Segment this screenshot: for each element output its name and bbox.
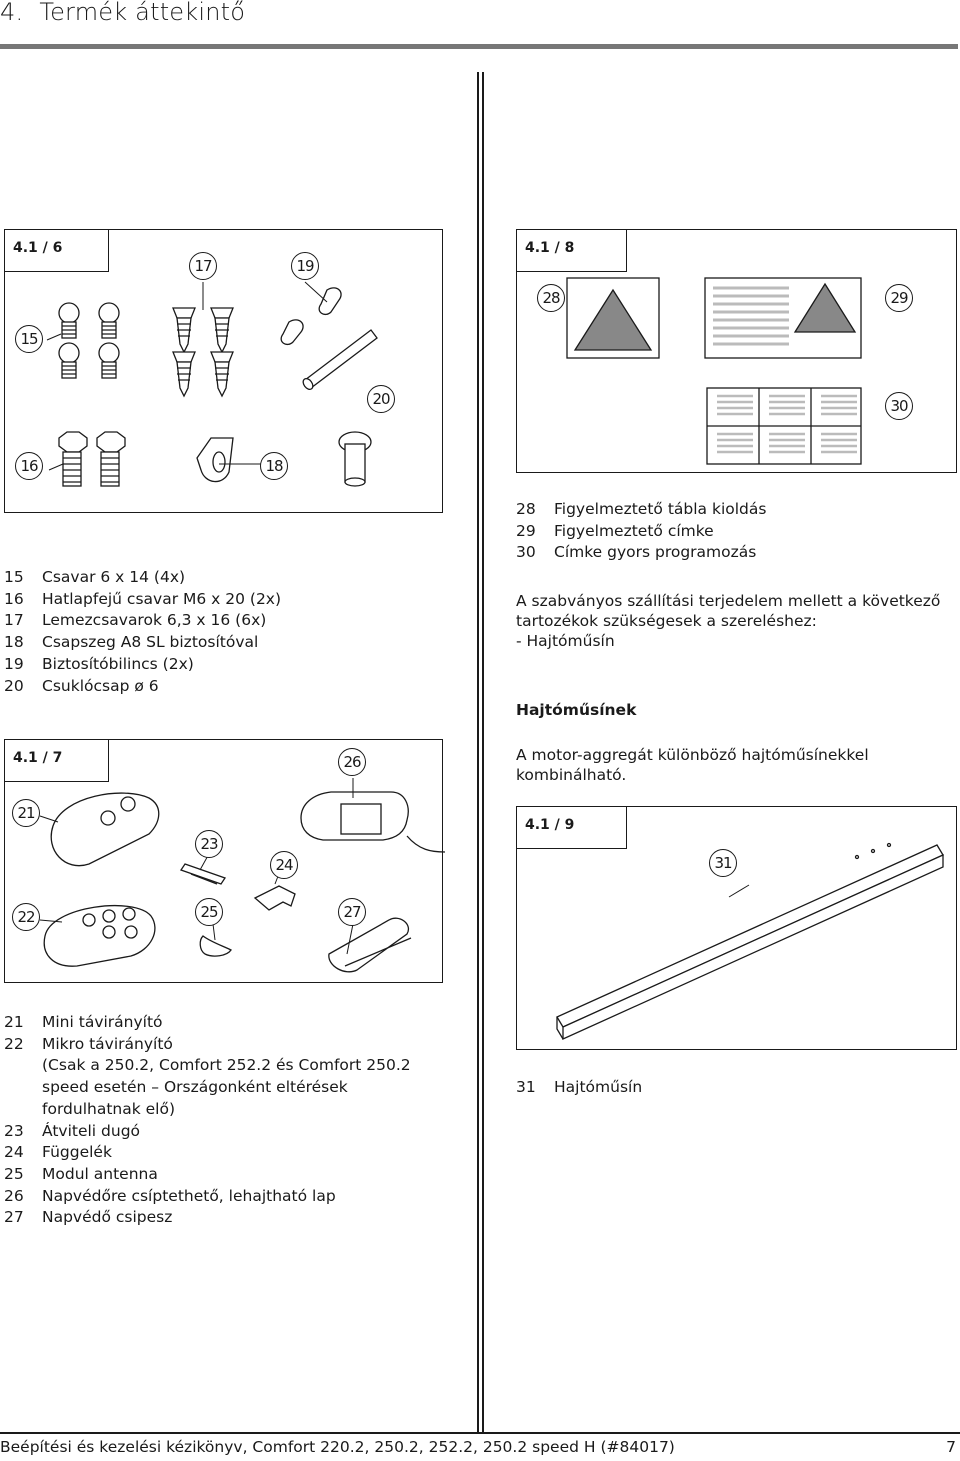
page-title: 4. Termék áttekintő	[0, 0, 245, 26]
accessories-illustration	[39, 778, 446, 973]
screw-icon	[58, 342, 80, 379]
footer-rule	[0, 1432, 960, 1434]
figure-4-1-7: 4.1 / 7 21 22 23 24	[4, 739, 446, 983]
pin-sleeve-icon	[338, 431, 372, 487]
callout-28: 28	[537, 284, 565, 312]
figure-label: 4.1 / 9	[517, 807, 627, 849]
screw-icon	[98, 302, 120, 339]
hex-bolt-icon	[96, 431, 126, 487]
note-line: A szabványos szállítási terjedelem melle…	[516, 592, 941, 610]
plug-icon	[179, 863, 227, 885]
callout-20: 20	[367, 385, 395, 413]
figure-4-1-6: 4.1 / 6	[4, 229, 443, 513]
clip-icon	[318, 287, 342, 316]
section-text: A motor-aggregát különböző hajtóműsínekk…	[516, 745, 956, 785]
callout-18: 18	[260, 452, 288, 480]
text-line: kombinálható.	[516, 766, 627, 784]
hardware-illustration	[46, 281, 386, 487]
bracket-icon	[253, 885, 296, 911]
callout-26: 26	[338, 748, 366, 776]
tapping-screw-icon	[210, 307, 234, 354]
tapping-screw-icon	[172, 307, 196, 354]
legend-row: speed esetén – Országonként eltérések	[42, 1078, 348, 1097]
callout-31: 31	[709, 849, 737, 877]
figure-4-1-9: 4.1 / 9 31	[516, 806, 957, 1050]
mini-remote-icon	[50, 792, 160, 867]
callout-24: 24	[270, 851, 298, 879]
callout-17: 17	[189, 252, 217, 280]
tapping-screw-icon	[172, 351, 196, 398]
section-title: Termék áttekintő	[39, 0, 246, 26]
clip-icon	[280, 319, 304, 346]
figure-label: 4.1 / 7	[5, 740, 109, 782]
section-heading: Hajtóműsínek	[516, 701, 637, 719]
section-number: 4.	[0, 0, 24, 26]
column-divider-left	[477, 72, 479, 1432]
callout-15: 15	[15, 325, 43, 353]
callout-19: 19	[291, 252, 319, 280]
callout-30: 30	[885, 392, 913, 420]
micro-remote-icon	[43, 904, 156, 967]
text-line: A motor-aggregát különböző hajtóműsínekk…	[516, 746, 869, 764]
rail-illustration	[556, 842, 944, 1041]
callout-29: 29	[885, 284, 913, 312]
antenna-module-icon	[199, 935, 232, 957]
note-line: tartozékok szükségesek a szereléshez:	[516, 612, 817, 630]
screw-icon	[58, 302, 80, 339]
labels-illustration	[566, 277, 862, 465]
figure-label: 4.1 / 6	[5, 230, 109, 272]
screw-icon	[98, 342, 120, 379]
legend-row: (Csak a 250.2, Comfort 252.2 és Comfort …	[42, 1056, 411, 1075]
callout-16: 16	[15, 452, 43, 480]
column-divider-right	[482, 72, 484, 1432]
figure-4-1-8: 4.1 / 8 28 29 30	[516, 229, 957, 473]
legend-row: fordulhatnak elő)	[42, 1099, 176, 1118]
callout-23: 23	[195, 830, 223, 858]
visor-clip-icon	[328, 917, 410, 973]
note-line: - Hajtóműsín	[516, 632, 615, 650]
header-rule	[0, 44, 958, 49]
rail-icon	[556, 844, 944, 1028]
callout-27: 27	[338, 898, 366, 926]
tapping-screw-icon	[210, 351, 234, 398]
callout-25: 25	[195, 898, 223, 926]
installation-note: A szabványos szállítási terjedelem melle…	[516, 591, 956, 651]
callout-21: 21	[12, 799, 40, 827]
figure-label: 4.1 / 8	[517, 230, 627, 272]
hinge-pin-icon	[304, 329, 378, 389]
page-number: 7	[946, 1438, 956, 1456]
hex-bolt-icon	[58, 431, 88, 487]
callout-22: 22	[12, 903, 40, 931]
footer-text: Beépítési és kezelési kézikönyv, Comfort…	[0, 1438, 675, 1456]
